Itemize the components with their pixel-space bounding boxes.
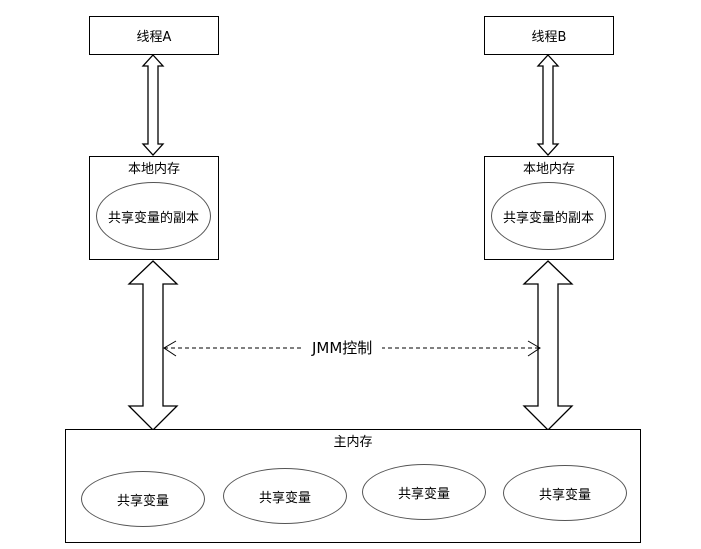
local-memory-a-label: 本地内存 <box>127 162 180 177</box>
shared-variable-3-label: 共享变量 <box>397 486 450 502</box>
shared-variable-4: 共享变量 <box>503 465 627 521</box>
local-memory-b-label: 本地内存 <box>522 162 575 177</box>
shared-variable-copy-a: 共享变量的副本 <box>96 182 211 250</box>
thread-a-label: 线程A <box>136 30 172 45</box>
shared-variable-1: 共享变量 <box>81 471 205 527</box>
shared-variable-copy-a-label: 共享变量的副本 <box>107 210 199 226</box>
local-b-main-double-arrow <box>522 260 574 431</box>
jmm-left-arrowhead <box>163 340 177 357</box>
local-memory-b-box: 本地内存 共享变量的副本 <box>484 156 614 260</box>
main-memory-box: 主内存 共享变量 共享变量 共享变量 共享变量 <box>65 429 641 543</box>
shared-variable-copy-b: 共享变量的副本 <box>491 182 606 250</box>
shared-variable-1-label: 共享变量 <box>116 493 169 509</box>
local-memory-a-box: 本地内存 共享变量的副本 <box>89 156 219 260</box>
thread-b-label: 线程B <box>531 30 567 45</box>
thread-a-double-arrow <box>141 54 165 156</box>
local-a-main-double-arrow <box>127 260 179 431</box>
shared-variable-copy-b-label: 共享变量的副本 <box>502 210 594 226</box>
jmm-control-label: JMM控制 <box>302 338 383 358</box>
thread-b-double-arrow <box>536 54 560 156</box>
shared-variable-2: 共享变量 <box>223 468 347 524</box>
thread-b-box: 线程B <box>484 16 614 55</box>
jmm-right-arrowhead <box>527 340 541 357</box>
shared-variable-4-label: 共享变量 <box>538 487 591 503</box>
shared-variable-3: 共享变量 <box>362 464 486 520</box>
main-memory-label: 主内存 <box>333 435 373 450</box>
shared-variable-2-label: 共享变量 <box>258 490 311 506</box>
thread-a-box: 线程A <box>89 16 219 55</box>
